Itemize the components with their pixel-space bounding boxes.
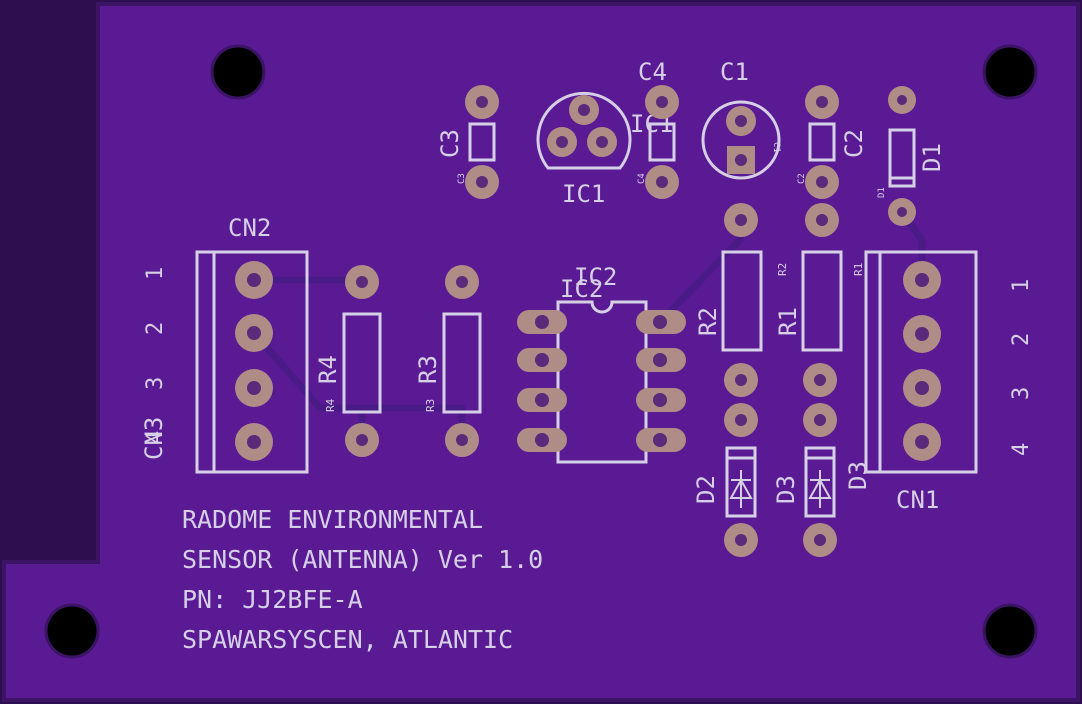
capacitor-c2 (805, 85, 839, 237)
label-d3: D3 (844, 461, 872, 490)
label-r2: R2 (694, 307, 722, 336)
label-r1: R1 (774, 307, 802, 336)
label-c1: C1 (720, 58, 749, 86)
pin-cn1-2: 2 (1009, 333, 1034, 346)
label-r4: R4 (314, 355, 342, 384)
resistor-r1 (801, 250, 843, 397)
diode-d2 (724, 403, 758, 557)
label-r4-small: R4 (324, 398, 337, 412)
label-cn3: CN3 (140, 417, 168, 460)
board-text-line3: PN: JJ2BFE-A (182, 585, 363, 614)
label-ic2: IC2 (574, 263, 617, 291)
ic1-to92 (536, 91, 632, 170)
diode-d1 (888, 86, 916, 226)
pin-cn1-4: 4 (1009, 443, 1034, 456)
mounting-hole-top-left (210, 44, 266, 100)
board-text-line1: RADOME ENVIRONMENTAL (182, 505, 483, 534)
connector-cn1 (864, 250, 978, 474)
capacitor-c1 (701, 100, 781, 237)
label-d3-overlap: D3 (772, 475, 800, 504)
label-r2-small: R2 (776, 263, 789, 276)
label-c4-small: C4 (637, 173, 647, 184)
label-cn1: CN1 (896, 486, 939, 514)
capacitor-c4 (645, 85, 679, 199)
resistor-r2 (721, 250, 763, 397)
mounting-hole-bottom-left (44, 603, 100, 659)
label-d1-small: D1 (877, 187, 887, 198)
label-c3: C3 (436, 129, 464, 158)
label-d2: D2 (692, 475, 720, 504)
label-cn2: CN2 (228, 214, 271, 242)
resistor-r3 (442, 265, 482, 457)
label-ic1: IC1 (562, 180, 605, 208)
pin-cn2-1: 1 (143, 267, 168, 280)
label-c4: C4 (638, 58, 667, 86)
label-d1: D1 (918, 143, 946, 172)
capacitor-c3 (465, 85, 499, 199)
label-c1-small: C1 (771, 142, 781, 153)
pin-cn2-4: 4 (143, 431, 168, 444)
label-c2-small: C2 (797, 173, 807, 184)
connector-cn2 (195, 250, 309, 474)
board-text-line4: SPAWARSYSCEN, ATLANTIC (182, 625, 513, 654)
pin-cn2-3: 3 (143, 377, 168, 390)
board-text-line2: SENSOR (ANTENNA) Ver 1.0 (182, 545, 543, 574)
pin-cn2-2: 2 (143, 322, 168, 335)
mounting-hole-top-right (982, 44, 1038, 100)
label-r3-small: R3 (424, 399, 437, 412)
label-r3: R3 (414, 355, 442, 384)
label-c2: C2 (840, 129, 868, 158)
label-ic2-b: IC2 (560, 275, 603, 303)
diode-d3 (803, 403, 837, 557)
pin-cn1-1: 1 (1009, 279, 1034, 292)
mounting-hole-bottom-right (982, 603, 1038, 659)
label-r1-small: R1 (852, 263, 865, 276)
pin-cn1-3: 3 (1009, 387, 1034, 400)
label-c3-small: C3 (457, 173, 467, 184)
resistor-r4 (342, 265, 382, 457)
ic2-dip8 (517, 300, 686, 464)
